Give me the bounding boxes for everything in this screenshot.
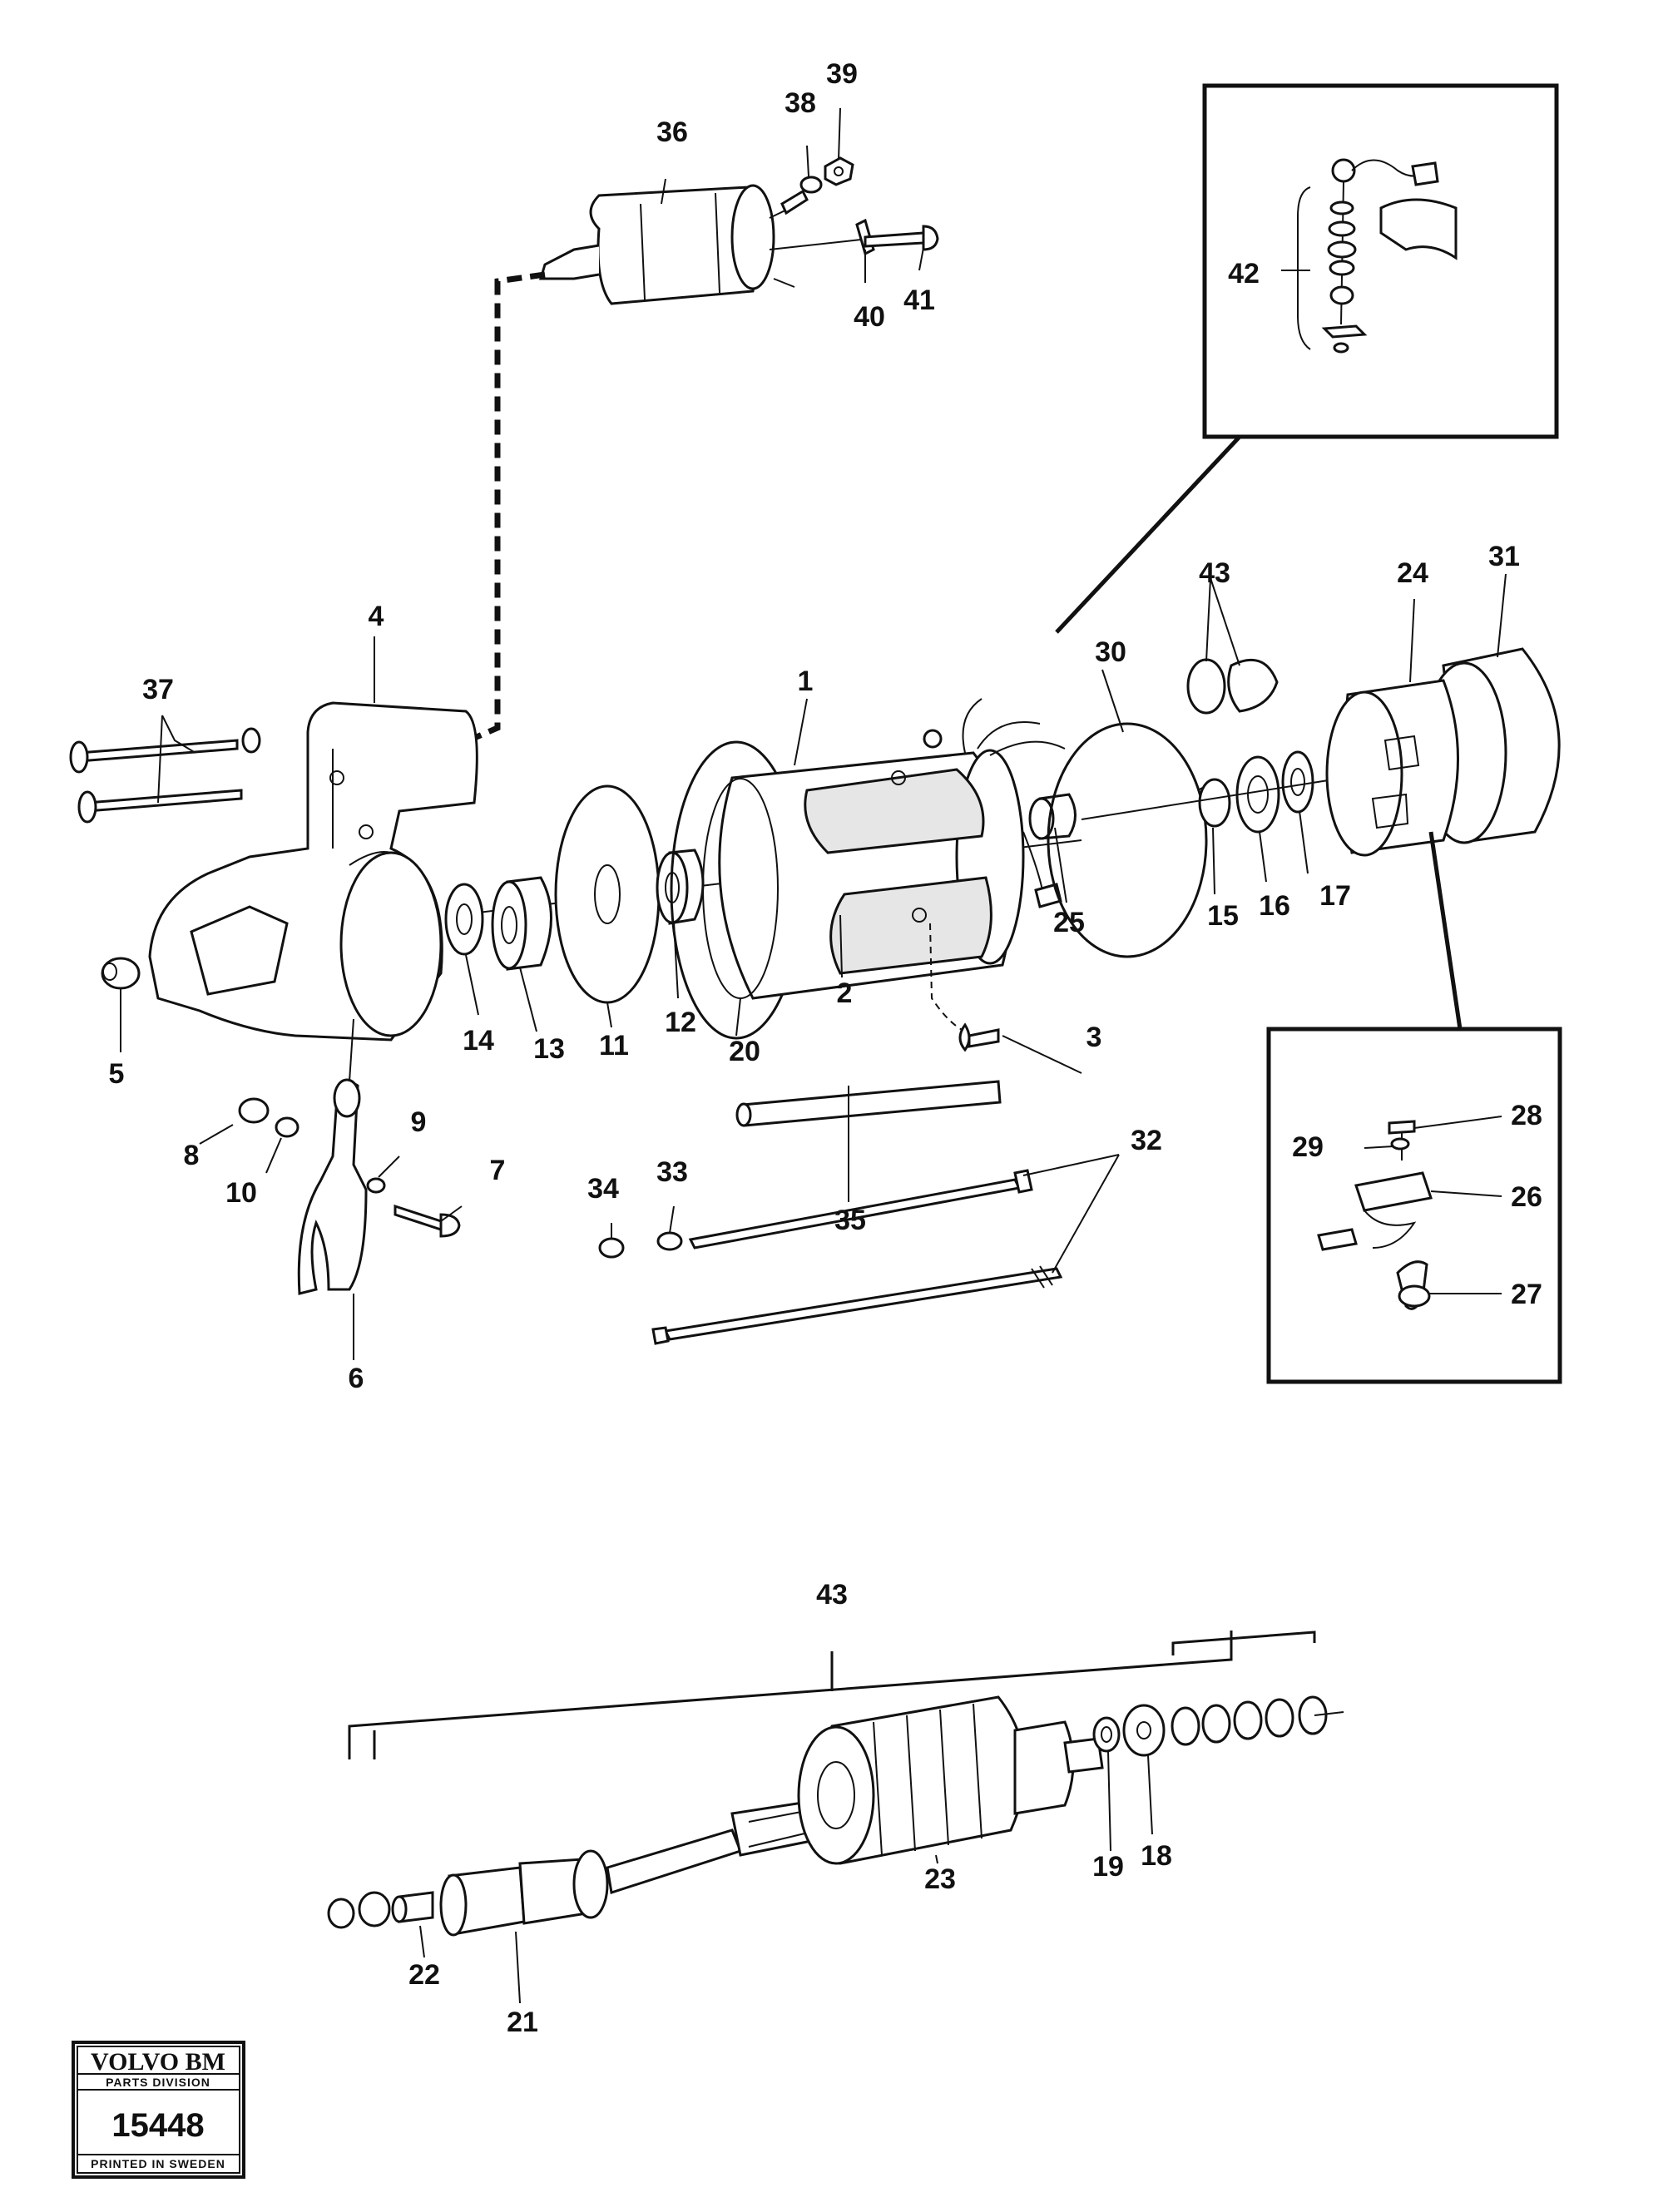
callout-20: 20 [729,1036,760,1067]
callout-4: 4 [369,601,384,632]
callout-26: 26 [1511,1181,1542,1213]
callout-27: 27 [1511,1279,1542,1310]
callout-31: 31 [1488,541,1520,572]
callout-13: 13 [533,1033,565,1065]
callout-8: 8 [184,1140,200,1171]
callout-38: 38 [785,87,816,119]
callout-11: 11 [599,1030,629,1061]
callout-19: 19 [1092,1851,1124,1883]
through-bolts [598,1080,1063,1345]
callout-12: 12 [665,1007,696,1038]
solenoid-wire [471,271,546,742]
commutator-end-parts [1081,750,1423,834]
stator-housing [670,698,1066,1052]
callout-35: 35 [834,1205,866,1236]
callout-23: 23 [924,1863,956,1895]
drive-end-bearings [444,784,1082,1004]
callout-21: 21 [507,2007,538,2038]
stamp-brand: VOLVO BM [91,2048,225,2076]
callout-32: 32 [1131,1125,1162,1156]
callout-6: 6 [349,1363,364,1394]
callout-18: 18 [1141,1840,1172,1872]
callout-24: 24 [1397,557,1428,589]
callout-40: 40 [854,301,885,333]
brush-covers [1186,658,1279,715]
inset-brush-spring [1202,83,1559,439]
callout-39: 39 [826,58,858,90]
callout-14: 14 [463,1025,494,1057]
parts-stamp: VOLVO BM PARTS DIVISION 15448 PRINTED IN… [72,2041,245,2179]
end-cover-assembly [1325,647,1561,857]
callout-9: 9 [411,1106,427,1138]
inset-42-leader [1055,435,1241,634]
callout-15: 15 [1207,900,1239,932]
callout-42: 42 [1228,258,1260,289]
stamp-division: PARTS DIVISION [106,2076,210,2089]
callout-labels: 1 2 3 4 5 6 7 8 9 10 11 12 13 14 15 16 1… [109,58,1542,2038]
inset-brush-holder [1266,1027,1562,1384]
leader-lines [120,107,1507,2004]
callout-1: 1 [798,666,814,697]
callout-22: 22 [408,1959,440,1991]
inset-lower-leader [1428,831,1463,1030]
callout-43-brush-covers: 43 [1199,557,1230,589]
callout-5: 5 [109,1058,125,1090]
callout-36: 36 [656,116,688,148]
callout-30: 30 [1095,636,1126,668]
callout-43-armature: 43 [816,1579,848,1611]
callout-17: 17 [1319,880,1351,912]
callout-37: 37 [142,674,174,705]
callout-28: 28 [1511,1100,1542,1131]
callout-33: 33 [656,1156,688,1188]
callout-29: 29 [1292,1131,1324,1163]
shift-lever-assembly [238,1078,461,1295]
callout-41: 41 [903,285,935,316]
callout-25: 25 [1053,907,1085,938]
solenoid-assembly [538,156,939,305]
stamp-number: 15448 [111,2107,204,2144]
callout-16: 16 [1259,890,1290,922]
callout-10: 10 [225,1177,257,1209]
callout-2: 2 [837,977,853,1009]
callout-3: 3 [1086,1022,1102,1053]
callout-7: 7 [490,1155,506,1186]
drive-housing [69,701,478,1042]
stamp-footer: PRINTED IN SWEDEN [91,2157,225,2170]
armature-assembly [327,1631,1344,1937]
gasket-ring [1047,722,1208,958]
callout-34: 34 [587,1173,619,1205]
